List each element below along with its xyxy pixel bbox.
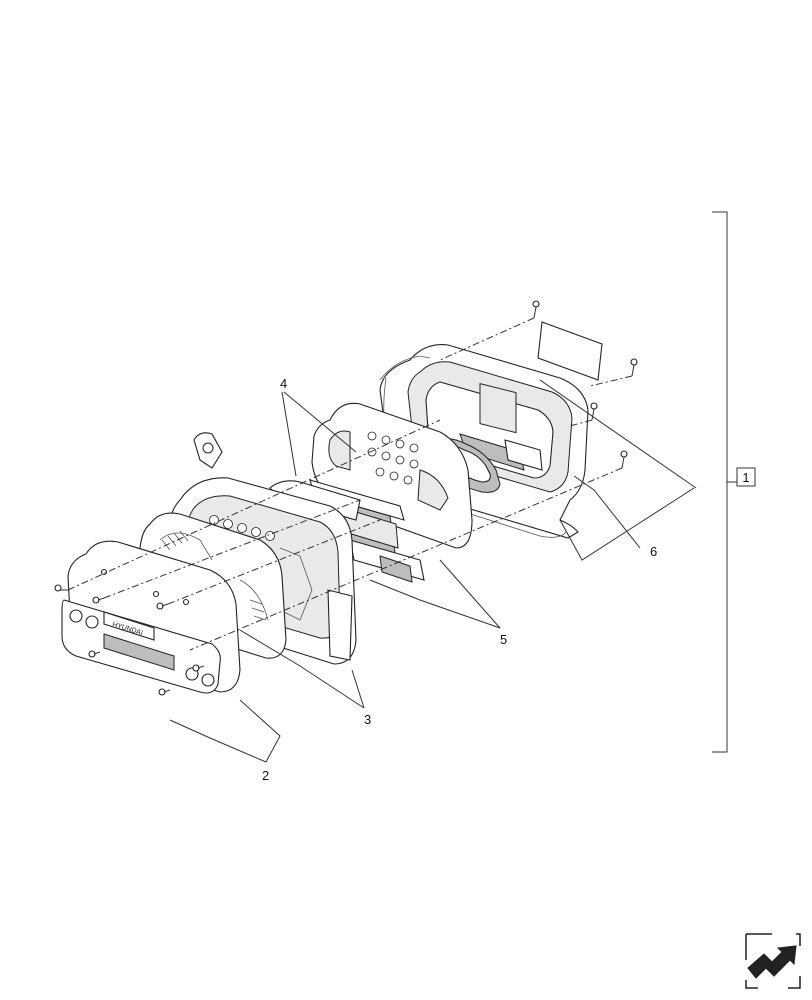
screw bbox=[630, 358, 638, 377]
screw bbox=[92, 596, 105, 604]
assembly-callout-box bbox=[736, 467, 756, 487]
leader-lines bbox=[169, 379, 697, 763]
screw bbox=[88, 650, 101, 658]
assembly-axes bbox=[67, 317, 633, 651]
assembly-bracket: 1 bbox=[712, 211, 756, 753]
screw bbox=[192, 664, 205, 672]
callout-rear-cover: 6 bbox=[650, 544, 657, 559]
screw bbox=[532, 300, 540, 319]
bezel: HYUNDAI bbox=[61, 540, 241, 694]
board-buttons bbox=[367, 431, 419, 485]
callout-lens-board: 4 bbox=[280, 376, 287, 391]
screws bbox=[54, 300, 638, 696]
screw bbox=[54, 584, 68, 592]
callout-housing: 3 bbox=[364, 712, 371, 727]
next-page-button[interactable] bbox=[738, 930, 804, 992]
callout-circuit-board: 5 bbox=[500, 632, 507, 647]
screw bbox=[590, 402, 598, 421]
callout-assembly: 1 bbox=[742, 470, 749, 485]
next-page-arrow-icon bbox=[745, 933, 801, 989]
screw bbox=[156, 602, 169, 610]
label-plate bbox=[537, 321, 603, 381]
circuit-board bbox=[311, 402, 473, 549]
screw bbox=[158, 688, 171, 696]
callout-bezel: 2 bbox=[262, 768, 269, 783]
screw bbox=[620, 450, 628, 469]
